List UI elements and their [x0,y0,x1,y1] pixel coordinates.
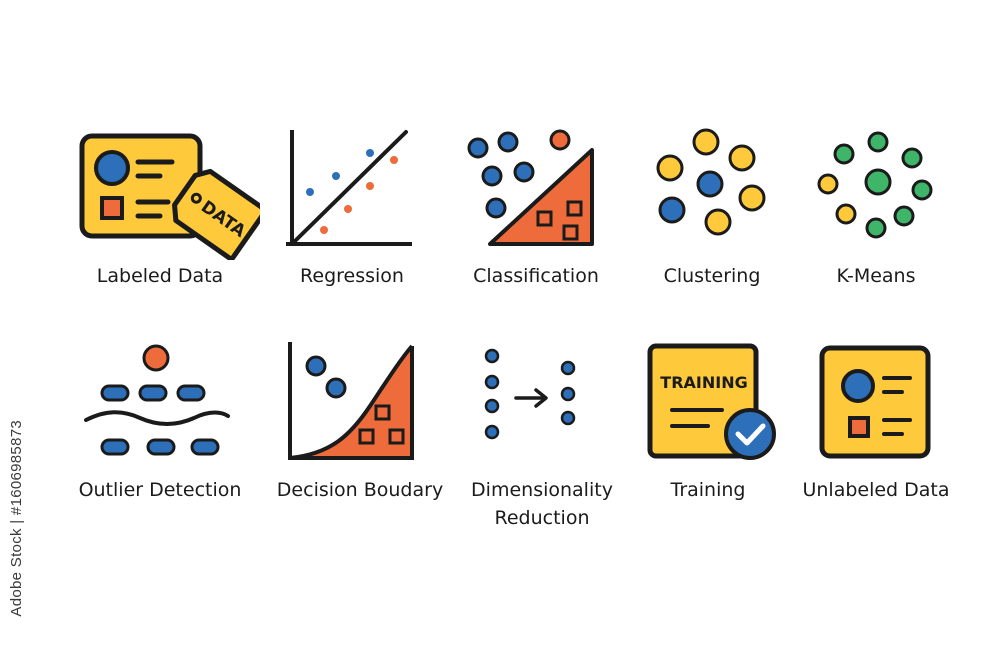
icon-card-training: TRAINING Training [608,336,808,516]
dimensionality-reduction-icon [484,348,576,440]
check-icon [735,423,766,446]
label-decision-boundary: Decision Boudary [276,479,444,501]
classification-icon [467,129,594,246]
label-regression: Regression [300,265,404,287]
icon-card-outlier-detection: Outlier Detection [60,336,260,516]
label-k-means: K-Means [836,265,916,287]
icon-card-clustering: Clustering [612,120,812,300]
regression-line-icon [286,130,412,246]
training-document-check-icon: TRAINING [647,343,776,460]
document-with-tag-icon: DATA [79,133,260,260]
decision-boundary-icon [288,342,414,460]
label-outlier-detection: Outlier Detection [78,479,242,501]
label-dimensionality-reduction: Dimensionality Reduction [471,479,613,529]
label-classification: Classification [473,265,599,287]
k-means-icon [817,131,933,239]
icon-card-k-means: K-Means [776,120,976,300]
training-doc-text: TRAINING [660,373,747,392]
label-unlabeled-data: Unlabeled Data [802,479,950,501]
icon-card-regression: Regression [252,120,452,300]
icon-card-unlabeled-data: Unlabeled Data [776,336,976,516]
outlier-icon [84,344,230,456]
label-training: Training [670,479,746,501]
label-labeled-data: Labeled Data [96,265,224,287]
clustering-icon [656,128,766,236]
icon-card-classification: Classification [436,120,636,300]
stock-watermark: Adobe Stock | #1606985873 [8,420,25,617]
label-clustering: Clustering [663,265,761,287]
icon-card-labeled-data: DATA Labeled Data [60,120,260,300]
icon-card-decision-boundary: Decision Boudary [260,336,460,516]
unlabeled-document-icon [819,345,931,459]
icon-card-dimensionality-reduction: Dimensionality Reduction [442,336,642,536]
